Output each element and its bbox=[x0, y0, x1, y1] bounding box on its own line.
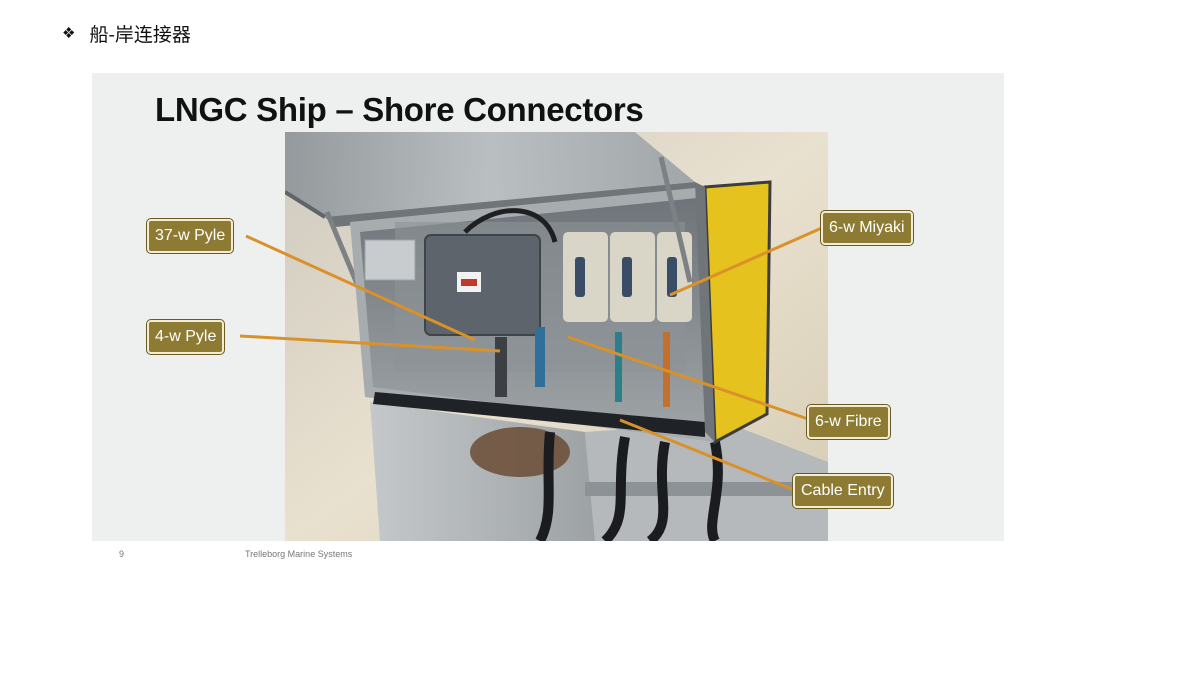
slide-image: LNGC Ship – Shore Connectors bbox=[92, 73, 1004, 541]
footer-page-number: 9 bbox=[119, 549, 125, 559]
callout-cable-entry: Cable Entry bbox=[793, 474, 893, 508]
callout-4w-pyle: 4-w Pyle bbox=[147, 320, 225, 354]
callout-37w-pyle: 37-w Pyle bbox=[147, 219, 234, 253]
connector-photo bbox=[285, 132, 828, 541]
callout-6w-miyaki: 6-w Miyaki bbox=[821, 211, 913, 245]
callout-6w-fibre: 6-w Fibre bbox=[807, 405, 890, 439]
diamond-bullet-icon: ❖ bbox=[62, 24, 76, 42]
heading-text: 船-岸连接器 bbox=[89, 23, 191, 46]
heading-line: ❖ 船-岸连接器 bbox=[62, 20, 191, 46]
footer-company: Trelleborg Marine Systems bbox=[245, 549, 353, 559]
slide-title: LNGC Ship – Shore Connectors bbox=[155, 91, 644, 128]
